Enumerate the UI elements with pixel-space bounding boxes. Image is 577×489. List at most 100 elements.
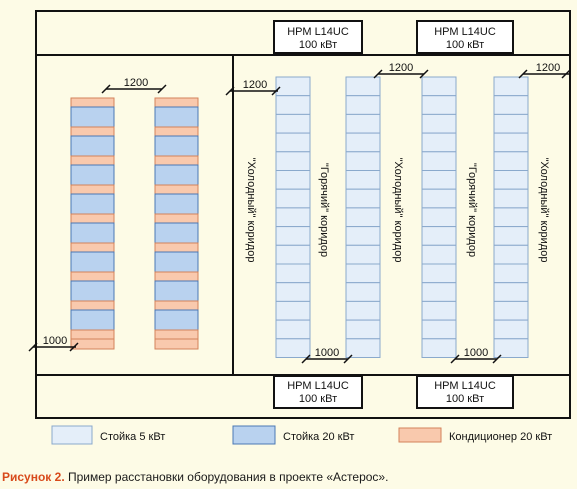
rack-5kw [345,338,381,358]
conditioner-unit [154,338,199,350]
conditioner-unit [154,126,199,137]
unit-power: 100 кВт [299,39,337,51]
cooling-unit-top-right: НРМ L14UC 100 кВт [416,20,514,54]
rack-5kw [421,207,457,228]
rack-5kw [493,263,529,284]
rack-20kw [70,193,115,215]
dimension-right-bottom-2: 1000 [450,347,502,364]
rack-5kw [421,188,457,209]
rack-20kw [70,135,115,157]
legend-swatch-rack-20kw [232,425,276,445]
rack-5kw [493,338,529,358]
corridor-label-hot-1: "Горячий" коридор [318,163,330,257]
conditioner-unit [70,155,115,166]
rack-5kw [493,95,529,115]
conditioner-unit [154,271,199,282]
rack-5kw [275,188,311,209]
rack-5kw [345,170,381,190]
unit-label: НРМ L14UC [434,380,496,392]
legend-swatch-conditioner [398,427,442,443]
cooling-unit-top-left: НРМ L14UC 100 кВт [273,20,363,54]
legend-item-conditioner: Кондиционер 20 кВт [398,427,552,443]
legend: Стойка 5 кВт Стойка 20 кВт Кондиционер 2… [51,425,552,445]
rack-5kw [275,95,311,115]
dimension-label: 1200 [389,62,413,74]
dimension-right-bottom-1: 1000 [301,347,353,364]
conditioner-unit [70,97,115,108]
rack-5kw [345,244,381,265]
figure-number: Рисунок 2. [2,470,65,484]
rack-5kw [345,113,381,134]
rack-5kw [421,95,457,115]
rack-5kw [493,113,529,134]
rack-row-right-1 [275,76,311,358]
corridor-label-hot-2: "Горячий" коридор [466,163,478,257]
rack-5kw [421,76,457,97]
rack-5kw [345,151,381,172]
dimension-label: 1000 [43,335,67,347]
figure-caption: Рисунок 2. Пример расстановки оборудован… [2,470,388,484]
rack-5kw [493,151,529,172]
conditioner-unit [154,97,199,108]
rack-20kw [70,309,115,331]
rack-20kw [154,106,199,128]
rack-5kw [493,319,529,340]
rack-5kw [421,113,457,134]
conditioner-unit [70,271,115,282]
rack-5kw [421,244,457,265]
rack-5kw [345,263,381,284]
corridor-label-cold-2: "Холодный" коридор [392,158,404,263]
rack-5kw [493,282,529,302]
rack-5kw [421,170,457,190]
rack-5kw [421,132,457,153]
rack-20kw [154,251,199,273]
unit-power: 100 кВт [299,393,337,405]
conditioner-unit [70,126,115,137]
unit-power: 100 кВт [446,393,484,405]
legend-label-rack-20kw: Стойка 20 кВт [283,431,354,443]
rack-5kw [493,188,529,209]
rack-20kw [154,222,199,244]
legend-item-rack-5kw: Стойка 5 кВт [51,425,165,445]
rack-5kw [421,300,457,321]
dimension-label: 1200 [124,77,148,89]
rack-5kw [493,226,529,246]
dimension-right-top-2: 1200 [373,62,429,79]
rack-5kw [275,263,311,284]
rack-5kw [345,319,381,340]
rack-5kw [275,207,311,228]
rack-5kw [275,132,311,153]
legend-item-rack-20kw: Стойка 20 кВт [232,425,354,445]
unit-label: НРМ L14UC [287,26,349,38]
rack-5kw [275,338,311,358]
rack-5kw [275,226,311,246]
rack-20kw [154,309,199,331]
rack-5kw [493,76,529,97]
rack-5kw [345,282,381,302]
rack-5kw [421,226,457,246]
conditioner-unit [70,329,115,340]
rack-row-left-1 [70,97,115,350]
conditioner-unit [70,338,115,350]
rack-row-left-2 [154,97,199,350]
rack-5kw [345,132,381,153]
rack-5kw [345,76,381,97]
rack-5kw [493,132,529,153]
rack-5kw [421,319,457,340]
conditioner-unit [70,300,115,311]
conditioner-unit [70,184,115,195]
rack-5kw [275,76,311,97]
unit-label: НРМ L14UC [287,380,349,392]
rack-row-right-2 [345,76,381,358]
conditioner-unit [154,184,199,195]
rack-5kw [275,170,311,190]
legend-swatch-rack-5kw [51,425,93,445]
rack-5kw [345,226,381,246]
dimension-label: 1000 [315,347,339,359]
rack-5kw [345,95,381,115]
rack-5kw [493,170,529,190]
corridor-label-cold-3: "Холодный" коридор [538,158,550,263]
rack-5kw [345,207,381,228]
rack-5kw [421,282,457,302]
